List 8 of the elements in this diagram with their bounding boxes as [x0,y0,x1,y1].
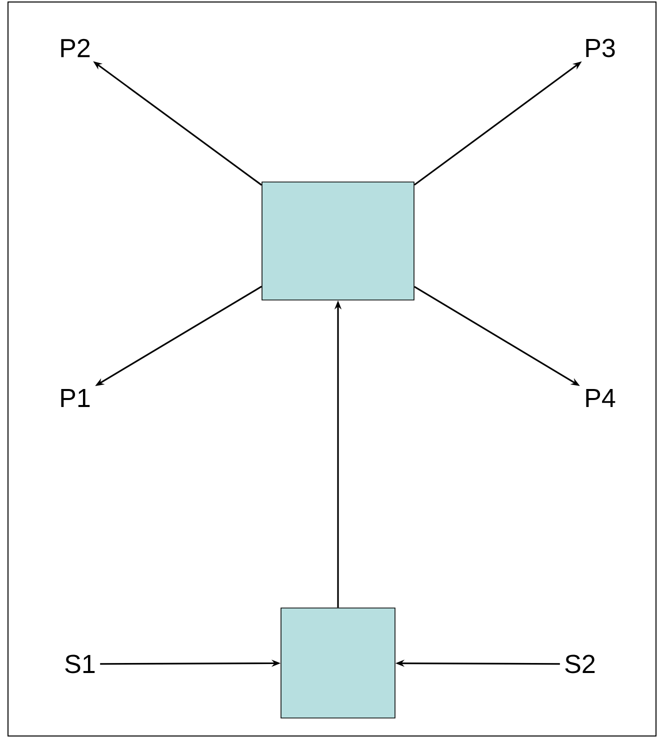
splitter-box [280,608,396,718]
node-label: S1 [65,654,95,674]
node-label: P4 [586,389,616,407]
splitter-box [262,182,414,300]
node-label: P3 [586,38,615,58]
node-label: S2 [565,654,595,674]
node-label: P1 [61,389,90,407]
node-label: P2 [61,38,90,58]
